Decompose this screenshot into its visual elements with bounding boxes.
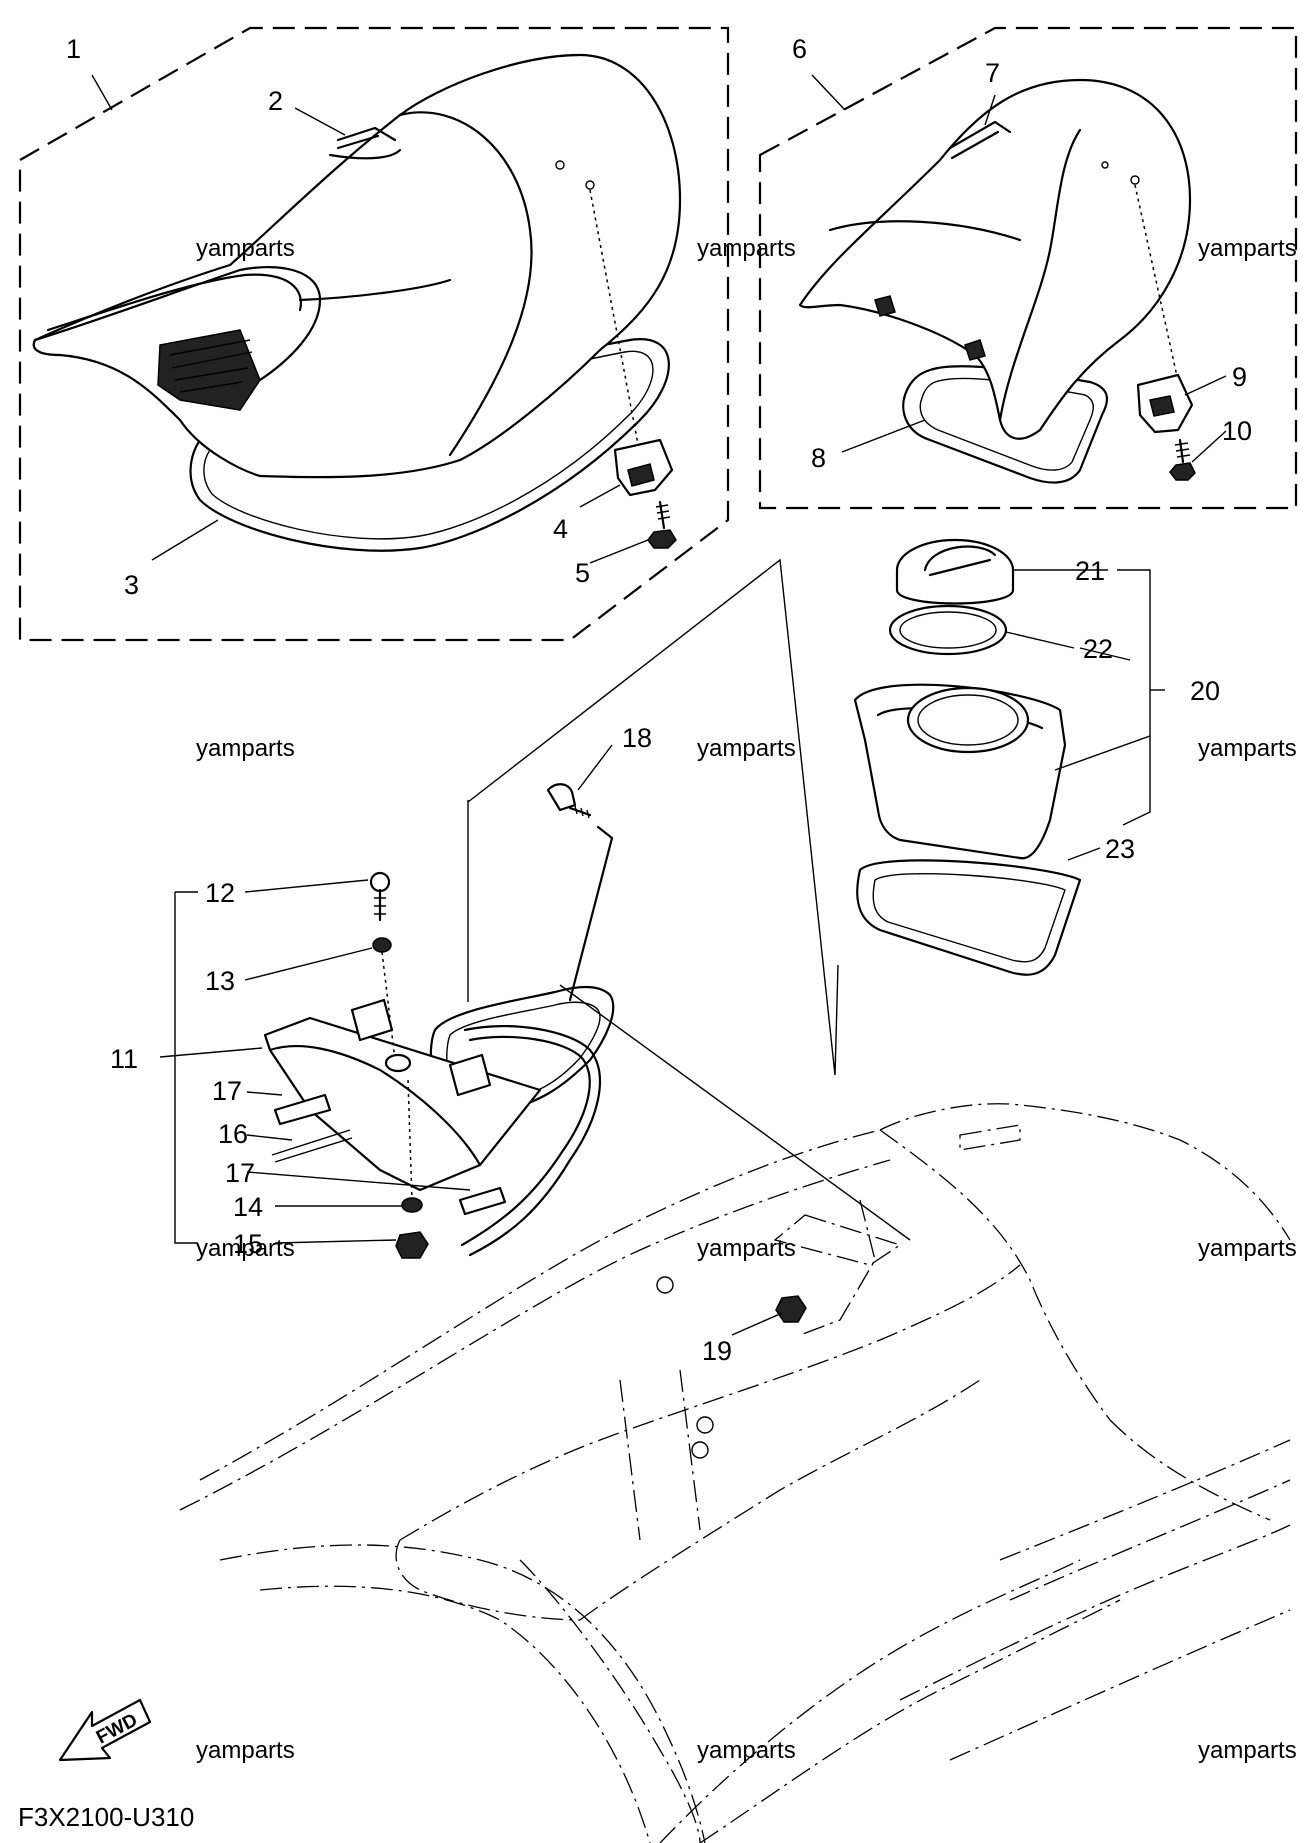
watermark: yamparts [196,235,295,262]
callout-23: 23 [1105,834,1135,864]
watermark: yamparts [697,1737,796,1764]
callout-labels: 1 2 3 4 5 6 7 8 9 10 11 12 13 14 15 16 1… [66,34,1252,1366]
callout-17a: 17 [212,1076,242,1106]
callout-7: 7 [985,58,1000,88]
callout-22: 22 [1083,634,1113,664]
callout-14: 14 [233,1192,263,1222]
callout-3: 3 [124,570,139,600]
callout-2: 2 [268,86,283,116]
callout-9: 9 [1232,362,1247,392]
watermark: yamparts [196,735,295,762]
group-6-boundary [758,26,1298,510]
assembly-leader-line [559,984,911,1241]
front-seat-illustration [32,53,682,552]
watermark: yamparts [1198,735,1297,762]
callout-8: 8 [811,443,826,473]
callout-16: 16 [218,1119,248,1149]
watermark: yamparts [196,1737,295,1764]
watermark: yamparts [1198,1737,1297,1764]
hull-phantom [179,1103,1291,1843]
storage-container-illustration [853,538,1082,976]
fwd-arrow-icon: FWD [58,1698,152,1762]
callout-17b: 17 [225,1158,255,1188]
grommet-19-shape [775,1295,807,1323]
rear-seat-illustration [798,78,1196,484]
watermark: yamparts [697,735,796,762]
callout-1: 1 [66,34,81,64]
diagram-code: F3X2100-U310 [18,1802,194,1832]
watermarks: yamparts yamparts yamparts yamparts yamp… [196,235,1297,1764]
callout-13: 13 [205,966,235,996]
watermark: yamparts [697,235,796,262]
callout-19: 19 [702,1336,732,1366]
watermark: yamparts [196,1235,295,1262]
callout-20: 20 [1190,676,1220,706]
callout-6: 6 [792,34,807,64]
callout-18: 18 [622,723,652,753]
callout-12: 12 [205,878,235,908]
group-1-boundary [18,26,730,642]
watermark: yamparts [697,1235,796,1262]
callout-5: 5 [575,558,590,588]
watermark: yamparts [1198,1235,1297,1262]
watermark: yamparts [1198,235,1297,262]
cutout-guide [467,558,839,1076]
callout-15: 15 [233,1229,263,1259]
callout-leaders [91,74,1227,1336]
callout-11: 11 [110,1044,138,1074]
callout-10: 10 [1222,416,1252,446]
storage-tray-illustration [263,783,615,1259]
callout-4: 4 [553,514,568,544]
callout-21: 21 [1075,556,1105,586]
